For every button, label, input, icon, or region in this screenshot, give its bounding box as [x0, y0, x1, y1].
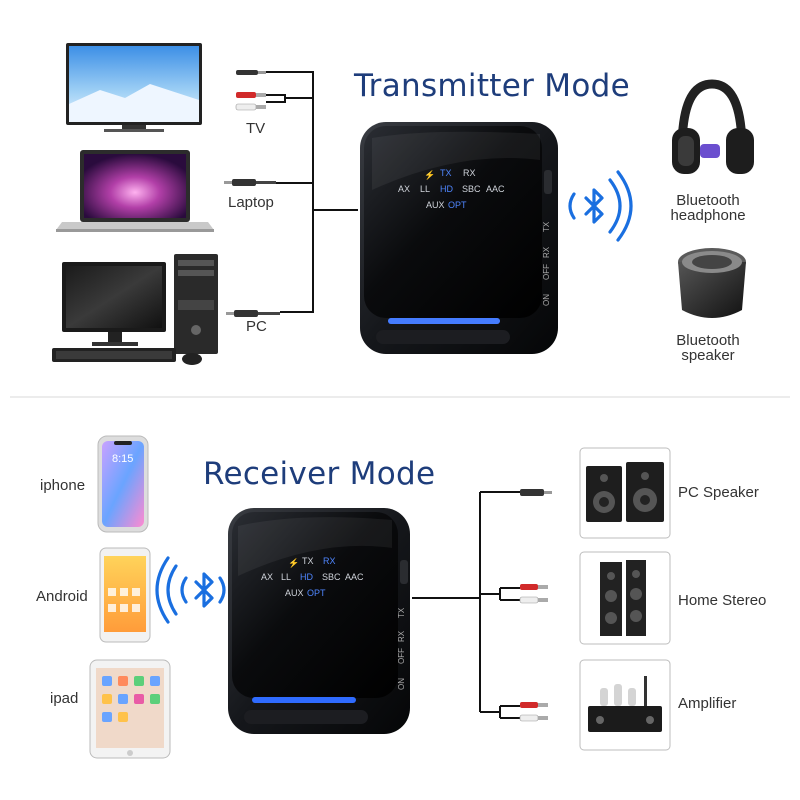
- lightning-icon: ⚡: [424, 169, 435, 181]
- headphone-label-line2: headphone: [670, 207, 746, 224]
- aux-plug-icon: [224, 179, 276, 186]
- svg-text:OFF: OFF: [542, 264, 551, 280]
- headphone-label-line1: Bluetooth: [676, 192, 740, 209]
- ax-indicator: AX: [261, 572, 273, 582]
- receiver-side-switch-labels: TX RX OFF ON: [397, 607, 406, 690]
- aux-indicator: AUX: [426, 200, 445, 210]
- svg-text:TX: TX: [397, 607, 406, 618]
- rx-indicator: RX: [323, 556, 336, 566]
- opt-indicator: OPT: [307, 588, 326, 598]
- svg-text:ON: ON: [542, 294, 551, 306]
- lightning-icon: ⚡: [288, 557, 299, 569]
- aac-indicator: AAC: [345, 572, 364, 582]
- receiver-indicator-panel: ⚡ TX RX AX LL HD SBC AAC AUX OPT: [261, 556, 364, 598]
- ipad-illustration: [89, 659, 171, 759]
- svg-text:RX: RX: [542, 246, 551, 258]
- source-label-ipad: ipad: [50, 690, 79, 707]
- speaker-label-line2: speaker: [681, 347, 735, 364]
- status-light-bar: [252, 697, 356, 703]
- bluetooth-icon: [568, 170, 633, 242]
- output-label-headphone: Bluetooth headphone: [654, 193, 762, 223]
- ll-indicator: LL: [281, 572, 291, 582]
- speaker-label-line1: Bluetooth: [676, 332, 740, 349]
- aux-indicator: AUX: [285, 588, 304, 598]
- svg-text:OFF: OFF: [397, 648, 406, 664]
- tv-illustration: [66, 43, 202, 132]
- rca-plug-icon: [519, 584, 548, 604]
- source-label-tv: TV: [246, 120, 266, 137]
- tx-indicator: TX: [302, 556, 314, 566]
- svg-text:ON: ON: [397, 678, 406, 690]
- tx-indicator: TX: [440, 168, 452, 178]
- output-label-amplifier: Amplifier: [678, 695, 737, 712]
- ax-indicator: AX: [398, 184, 410, 194]
- receiver-device: [228, 508, 410, 734]
- headphone-illustration: [672, 79, 754, 174]
- amplifier-illustration: [588, 676, 662, 732]
- output-label-home-stereo: Home Stereo: [678, 592, 767, 609]
- aac-indicator: AAC: [486, 184, 505, 194]
- rca-plug-icon: [235, 92, 266, 111]
- pc-illustration: [52, 254, 218, 365]
- transmitter-mode-title: Transmitter Mode: [354, 68, 630, 104]
- receiver-mode-title: Receiver Mode: [203, 456, 436, 492]
- sbc-indicator: SBC: [462, 184, 481, 194]
- ll-indicator: LL: [420, 184, 430, 194]
- source-label-pc: PC: [246, 318, 267, 335]
- amplifier-frame: [579, 659, 671, 751]
- aux-plug-icon: [226, 310, 280, 317]
- receiver-wires: [412, 491, 520, 719]
- home-stereo-illustration: [600, 560, 646, 636]
- transmitter-side-switch-labels: TX RX OFF ON: [542, 221, 551, 306]
- speaker-illustration: [678, 248, 746, 318]
- hd-indicator: HD: [300, 572, 313, 582]
- laptop-illustration: [56, 150, 214, 232]
- section-divider: [10, 396, 790, 398]
- phone-clock: 8:15: [112, 453, 133, 465]
- transmitter-wires: [266, 71, 358, 313]
- aux-plug-icon: [520, 489, 552, 496]
- hd-indicator: HD: [440, 184, 453, 194]
- iphone-illustration: 8:15: [97, 435, 149, 533]
- output-label-speaker: Bluetooth speaker: [654, 333, 762, 363]
- android-illustration: [99, 547, 151, 643]
- opt-indicator: OPT: [448, 200, 467, 210]
- output-label-pc-speaker: PC Speaker: [678, 484, 759, 501]
- sbc-indicator: SBC: [322, 572, 341, 582]
- source-label-laptop: Laptop: [228, 194, 274, 211]
- svg-text:TX: TX: [542, 221, 551, 232]
- source-label-android: Android: [36, 588, 88, 605]
- rca-plug-icon: [519, 702, 548, 722]
- source-label-iphone: iphone: [40, 477, 86, 494]
- svg-text:RX: RX: [397, 630, 406, 642]
- transmitter-indicator-panel: ⚡ TX RX AX LL HD SBC AAC AUX OPT: [398, 168, 505, 210]
- transmitter-device: [360, 122, 558, 354]
- home-stereo-frame: [579, 551, 671, 645]
- bluetooth-icon: [155, 556, 226, 624]
- aux-plug-icon: [236, 70, 266, 75]
- rx-indicator: RX: [463, 168, 476, 178]
- pc-speaker-illustration: [586, 462, 664, 522]
